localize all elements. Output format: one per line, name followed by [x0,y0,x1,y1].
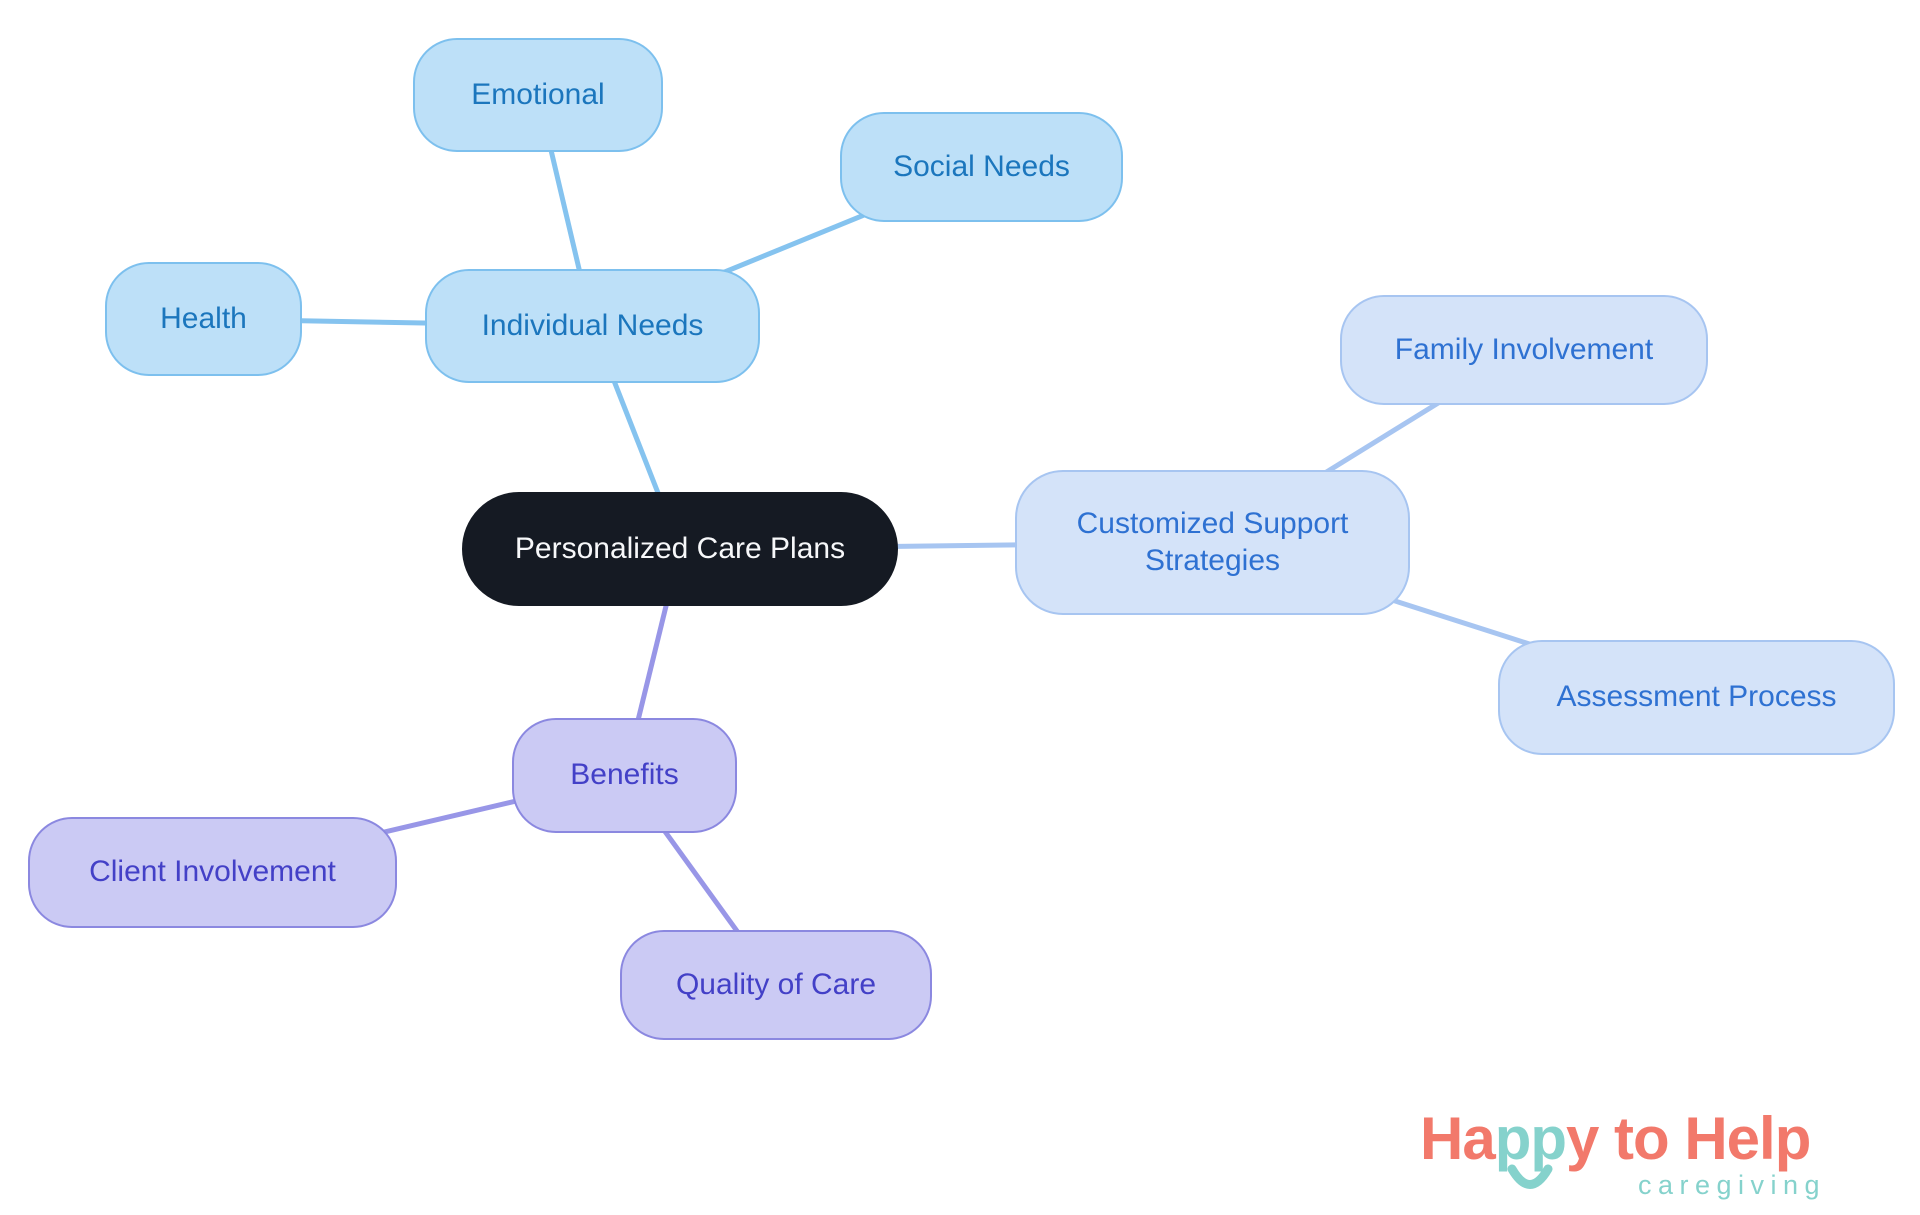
logo-caregiving-label: caregiving [1638,1170,1827,1200]
node-assessment-process: Assessment Process [1498,640,1895,755]
node-social-needs: Social Needs [840,112,1123,222]
logo-text-y-to-help: y to Help [1566,1105,1811,1172]
node-individual-needs: Individual Needs [425,269,760,383]
node-label-individual-needs: Individual Needs [481,308,704,342]
node-label-central: Personalized Care Plans [514,531,846,565]
node-label-social-needs: Social Needs [893,149,1070,183]
node-customized-support-strategies: Customized Support Strategies [1015,470,1410,615]
node-label-emotional: Emotional [471,77,605,111]
node-client-involvement: Client Involvement [28,817,397,928]
node-label-quality-of-care: Quality of Care [675,967,877,1001]
node-family-involvement: Family Involvement [1340,295,1708,405]
node-emotional: Emotional [413,38,663,152]
node-label-client-involvement: Client Involvement [89,855,336,889]
logo-text-pp: pp [1494,1105,1567,1172]
smile-icon [1507,1164,1553,1189]
node-label-health: Health [160,301,247,335]
logo-pp-smiley: pp [1494,1104,1567,1189]
node-benefits: Benefits [512,718,737,833]
node-label-benefits: Benefits [570,758,679,792]
node-label-assessment-process: Assessment Process [1556,680,1837,714]
node-label-family-involvement: Family Involvement [1394,332,1654,366]
node-quality-of-care: Quality of Care [620,930,932,1040]
logo-text-ha: Ha [1420,1105,1496,1172]
node-health: Health [105,262,302,376]
node-label-customized-support-strategies: Customized Support Strategies [1076,506,1349,577]
node-central: Personalized Care Plans [462,492,898,606]
